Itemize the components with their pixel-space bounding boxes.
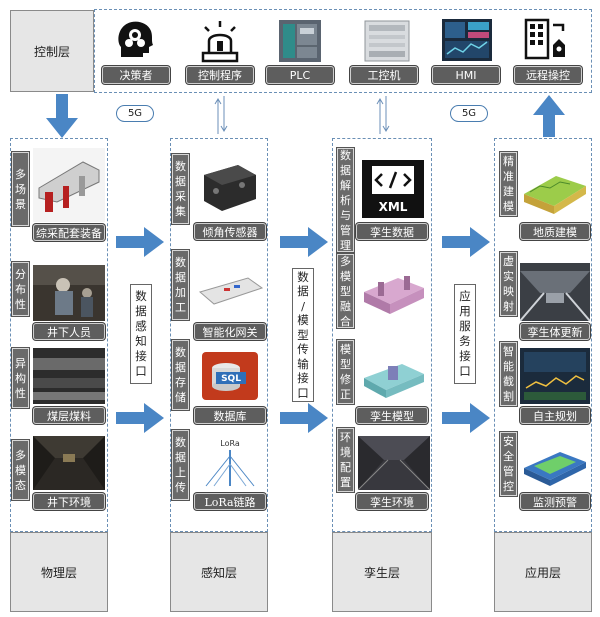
hmi-item [440, 16, 494, 62]
twin-tag-0: 数据解析与管理 [337, 148, 354, 252]
application-service-interface: 应用服务接口 [454, 284, 476, 384]
autonomous-planning-image [520, 348, 590, 404]
application-layer-panel [494, 138, 592, 532]
twin-update-image [520, 263, 590, 321]
control-layer-panel [94, 9, 592, 93]
control-layer-label: 控制层 [10, 10, 94, 92]
industrial-pc-button[interactable]: 工控机 [350, 66, 418, 84]
hmi-button[interactable]: HMI [432, 66, 500, 84]
application-tag-3: 安全管控 [500, 432, 517, 496]
physical-tag-2: 异构性 [12, 348, 29, 408]
physical-caption-2: 煤层煤料 [33, 407, 105, 424]
remote-control-button[interactable]: 远程操控 [514, 66, 582, 84]
up-arrow-application-to-control [533, 95, 565, 137]
underground-tunnel-image [33, 436, 105, 490]
remote-control-icon [524, 18, 565, 60]
twin-caption-0: 孪生数据 [356, 223, 428, 240]
smart-gateway-image [194, 260, 266, 320]
decision-maker-item [112, 15, 160, 63]
perception-tag-1: 数据加工 [172, 250, 189, 320]
control-program-button[interactable]: 控制程序 [186, 66, 254, 84]
physical-layer-panel [10, 138, 108, 532]
arrow-physical-perception-2 [116, 403, 164, 433]
underground-workers-image [33, 265, 105, 321]
remote-control-item [522, 15, 570, 63]
application-tag-2: 智能截割 [500, 342, 517, 406]
data-sensing-interface: 数据感知接口 [130, 284, 152, 384]
industrial-pc-icon [364, 20, 410, 62]
twin-layer-label: 孪生层 [332, 532, 432, 612]
brain-network-icon [118, 21, 153, 57]
badge-5g-right: 5G [450, 105, 488, 122]
monitoring-warning-image [520, 438, 590, 492]
twin-tag-3: 环境配置 [337, 428, 354, 492]
database-image: SQL [194, 348, 266, 404]
application-tag-1: 虚实映射 [500, 252, 517, 316]
arrow-twin-application-2 [442, 403, 490, 433]
twin-model-image [358, 348, 430, 404]
physical-tag-1: 分布性 [12, 262, 29, 316]
arrow-twin-application-1 [442, 227, 490, 257]
plc-device-icon [279, 20, 321, 62]
perception-caption-2: 数据库 [194, 407, 266, 424]
twin-tag-2: 模型修正 [337, 340, 354, 404]
lora-link-image: LoRa [194, 436, 266, 490]
application-layer-label: 应用层 [494, 532, 592, 612]
twin-caption-3: 孪生环境 [356, 493, 428, 510]
decision-maker-button[interactable]: 决策者 [102, 66, 170, 84]
xml-file-image: XML [362, 160, 424, 218]
application-tag-0: 精准建模 [500, 152, 517, 216]
twin-caption-2: 孪生模型 [356, 407, 428, 424]
perception-tag-3: 数据上传 [172, 430, 189, 500]
multi-model-fusion-image [358, 262, 430, 324]
control-program-item [196, 15, 244, 63]
plc-item [276, 14, 324, 64]
svg-text:SQL: SQL [221, 374, 241, 384]
arrow-physical-perception-1 [116, 227, 164, 257]
alarm-light-icon [201, 21, 239, 63]
perception-layer-label: 感知层 [170, 532, 268, 612]
physical-tag-0: 多场景 [12, 152, 29, 226]
physical-caption-0: 综采配套装备 [33, 224, 105, 241]
down-arrow-control-to-physical [46, 94, 78, 138]
double-arrow-control-perception [214, 96, 228, 134]
application-caption-0: 地质建模 [520, 223, 590, 240]
industrial-pc-item [362, 15, 412, 63]
physical-caption-3: 井下环境 [33, 493, 105, 510]
application-caption-3: 监测预警 [520, 493, 590, 510]
coal-seam-image [33, 348, 105, 404]
perception-caption-3: LoRa链路 [194, 493, 266, 510]
application-caption-2: 自主规划 [520, 407, 590, 424]
twin-layer-panel [332, 138, 432, 532]
inclination-sensor-image [194, 155, 266, 221]
mining-equipment-image [33, 148, 105, 222]
badge-5g-left: 5G [116, 105, 154, 122]
data-model-transfer-interface: 数据/模型传输接口 [292, 268, 314, 402]
double-arrow-control-twin [376, 96, 390, 134]
perception-tag-2: 数据存储 [172, 340, 189, 410]
twin-environment-image [358, 436, 430, 490]
physical-tag-3: 多模态 [12, 440, 29, 500]
hmi-screen-icon [442, 19, 492, 61]
svg-text:XML: XML [379, 200, 408, 214]
perception-tag-0: 数据采集 [172, 154, 189, 224]
plc-button[interactable]: PLC [266, 66, 334, 84]
physical-caption-1: 井下人员 [33, 323, 105, 340]
geological-model-image [520, 158, 590, 220]
perception-caption-0: 倾角传感器 [194, 223, 266, 240]
perception-caption-1: 智能化网关 [194, 323, 266, 340]
perception-layer-panel [170, 138, 268, 532]
physical-layer-label: 物理层 [10, 532, 108, 612]
arrow-perception-twin-1 [280, 227, 328, 257]
svg-text:LoRa: LoRa [220, 439, 240, 448]
twin-tag-1: 多模型融合 [337, 254, 354, 328]
arrow-perception-twin-2 [280, 403, 328, 433]
application-caption-1: 孪生体更新 [520, 323, 590, 340]
